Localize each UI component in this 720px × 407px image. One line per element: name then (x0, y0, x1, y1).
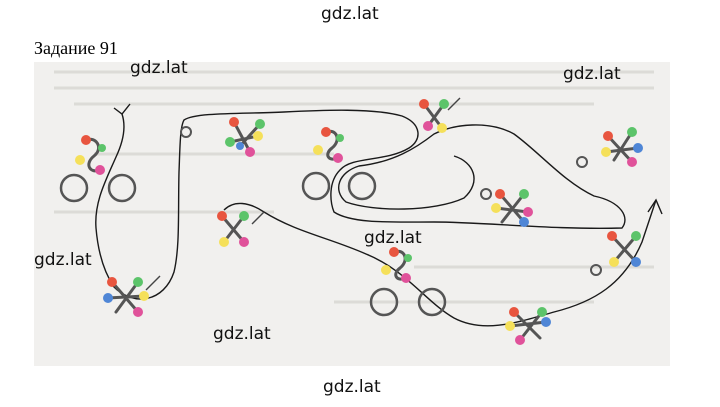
arrow-head (647, 198, 663, 215)
branching-pattern-icon (491, 189, 533, 227)
branching-pattern-icon (607, 231, 641, 267)
curl-pattern-icon (381, 247, 412, 283)
branching-pattern-icon (505, 307, 551, 345)
scan-background (34, 62, 670, 366)
watermark-upper-right: gdz.lat (563, 64, 621, 84)
watermark-lower: gdz.lat (213, 324, 271, 344)
watermark-bottom: gdz.lat (323, 377, 381, 397)
maze-path-lower (223, 199, 657, 327)
maze-path (95, 109, 626, 300)
watermark-center: gdz.lat (364, 228, 422, 248)
small-circle-icon (590, 264, 602, 276)
watermark-upper-left: gdz.lat (130, 58, 188, 78)
small-circle-icon (576, 156, 588, 168)
maze-figure (34, 62, 670, 366)
task-title: Задание 91 (34, 38, 118, 58)
curl-pattern-icon (313, 127, 344, 163)
watermark-top: gdz.lat (321, 4, 379, 24)
double-circle-icon (369, 287, 447, 317)
start-tick (113, 103, 131, 115)
branching-pattern-icon (601, 127, 643, 167)
double-circle-icon (59, 173, 137, 203)
watermark-left: gdz.lat (34, 250, 92, 270)
small-circle-icon (180, 126, 192, 138)
branching-pattern-icon (419, 97, 461, 133)
faded-background-text (54, 70, 654, 304)
curl-pattern-icon (75, 135, 106, 175)
branching-pattern-icon (103, 275, 161, 317)
branching-pattern-icon (217, 211, 265, 247)
small-circle-icon (480, 188, 492, 200)
branching-pattern-icon (225, 117, 265, 157)
double-circle-icon (301, 171, 377, 201)
